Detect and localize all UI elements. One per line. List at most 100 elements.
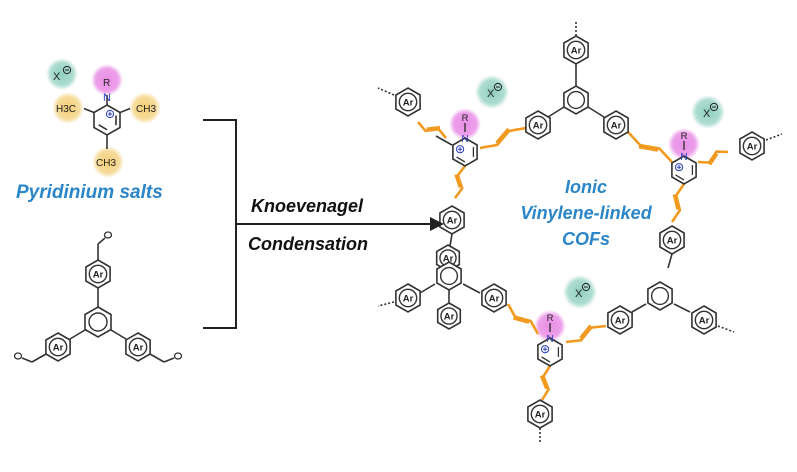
product-caption-line2: Vinylene-linked [520,203,652,223]
aryl-ring-icon: Ar [125,332,151,362]
negative-charge-icon [493,82,503,92]
aryl-ring-icon: Ar [436,302,462,330]
vinylene-double-bond [708,153,719,166]
benzene-ring-icon [436,261,462,291]
anion-glow [691,95,725,129]
cation-glow [91,64,123,96]
aromatic-circle [440,307,458,325]
counterion-label: X [487,88,495,100]
bond [149,353,165,363]
methyl-glow [129,92,161,124]
aromatic-circle [442,210,462,230]
nitrogen-label: N [680,152,687,163]
aromatic-circle [88,264,108,284]
pyridinium-ring: NR [671,131,697,185]
aromatic-circle [88,312,108,332]
aryl-label: Ar [533,121,544,132]
aryl-ring-icon: Ar [563,35,589,65]
nitrogen-label: N [546,334,553,345]
aryl-ring-icon: Ar [439,205,465,235]
pyridinium-salt-structure: X R N H3C CH3 CH3 [53,71,156,169]
r-substituent-label: R [681,131,688,142]
benzene-ring-icon [84,306,112,338]
aromatic-circle [694,310,714,330]
bond [31,353,47,363]
atom-labels: X X X [62,65,719,300]
bond [547,106,565,118]
vinylene-linkage [697,150,729,164]
bond [97,237,106,245]
reaction-bracket [203,119,430,329]
positive-charge-icon [105,109,115,119]
charge-circle [675,163,684,172]
aryl-label: Ar [93,270,104,281]
aryl-label: Ar [699,316,710,327]
positive-charge-icon [541,345,550,354]
double-bond [675,174,685,181]
methyl-glow [92,146,124,178]
aromatic-circle [398,288,418,308]
vinylene-linkages [417,121,729,401]
aldehyde-oxygen [13,352,23,360]
methyl-left-label: H3C [56,104,76,115]
aldehyde-oxygen [173,352,183,360]
vinylene-linkage [417,121,448,139]
aromatic-circle [662,230,682,250]
aryl-label: Ar [444,312,455,323]
benzene-ring-icon [647,281,673,311]
vinylene-linkage [506,303,540,335]
product-caption-line3: COFs [562,229,610,249]
vinylene-double-bond [638,145,659,152]
bond [462,283,481,294]
continuation-bond [377,301,395,307]
vinylene-linkage [453,165,467,199]
aromatic-circle [566,40,586,60]
negative-charge-icon [62,65,72,75]
aryl-label: Ar [535,410,546,421]
continuation-bond [765,133,783,141]
product-caption-line1: Ionic [565,177,607,197]
positive-charge-icon [675,163,684,172]
aryl-label: Ar [443,254,454,265]
vinylene-double-bond [495,127,510,144]
bond [98,124,108,131]
aldehyde-oxygen [103,231,113,239]
aryl-label: Ar [747,142,758,153]
aromatic-circle [398,92,418,112]
r-substituent-label: R [462,113,469,124]
bond [419,283,436,294]
r-substituent-label: R [103,78,110,89]
reaction-label-knoevenagel: Knoevenagel [251,196,364,216]
counterion-anion: X [575,282,591,300]
aryl-label: Ar [489,294,500,305]
aryl-ring-icon: Ar [45,332,71,362]
aromatic-circle [530,404,550,424]
aromatic-circle [566,90,586,110]
aryl-ring-icon: Ar [739,131,765,161]
vinylene-linkage [479,126,527,150]
r-substituent-label: R [547,313,554,324]
aryl-label: Ar [615,316,626,327]
charge-circle [456,145,465,154]
aromatic-circle [610,310,630,330]
bond [69,329,86,340]
bond [667,253,673,269]
bond [83,107,95,114]
vinylene-linkage [565,324,607,344]
nitrogen-label: N [103,92,111,104]
charge-circle [541,345,550,354]
reaction-label-condensation: Condensation [248,234,368,254]
aryl-ring-icon: Ar [659,225,685,255]
counterion-anion: X [703,102,719,120]
aryl-label: Ar [403,98,414,109]
anion-glow [46,58,78,90]
vinylene-double-bond [454,174,462,189]
negative-charge-icon [581,282,591,292]
pyridinium-ring: NR [537,313,563,367]
bond [163,357,175,363]
anion-glow [563,275,597,309]
bond [119,107,131,114]
aryl-ring-icon: Ar [85,259,111,289]
